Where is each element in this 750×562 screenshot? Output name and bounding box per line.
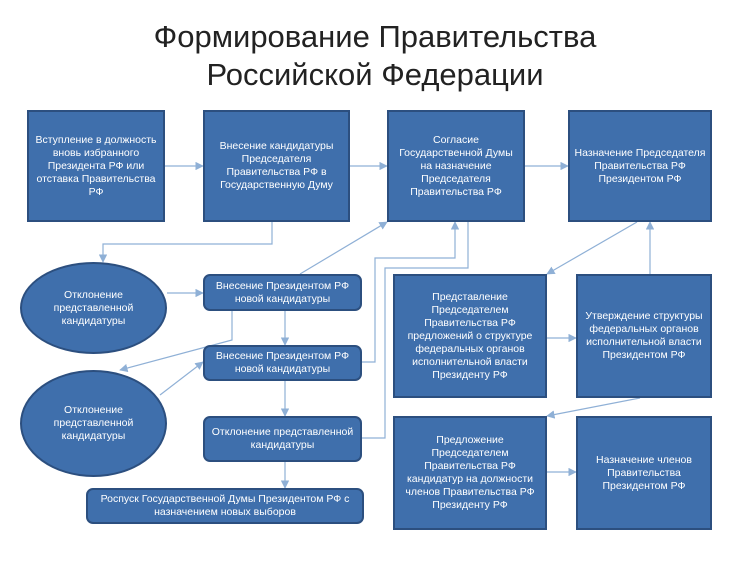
- box-structure-approval: Утверждение структуры федеральных органо…: [576, 274, 712, 398]
- box-structure-proposal: Представление Председателем Правительств…: [393, 274, 547, 398]
- box-duma-consent: Согласие Государственной Думы на назначе…: [387, 110, 525, 222]
- ellipse-rejection-2: Отклонение представленной кандидатуры: [20, 370, 167, 477]
- arrow-r3-b3: [362, 222, 469, 439]
- box-new-candidate-2: Внесение Президентом РФ новой кандидатур…: [203, 345, 362, 381]
- arrow-b2-e1: [98, 222, 273, 263]
- arrow-b4-b5: [546, 221, 638, 275]
- box-appoint-chairman: Назначение Председателя Правительства РФ…: [568, 110, 712, 222]
- box-rejection-3: Отклонение представленной кандидатуры: [203, 416, 362, 462]
- box-new-candidate-1: Внесение Президентом РФ новой кандидатур…: [203, 274, 362, 311]
- box-members-proposal: Предложение Председателем Правительства …: [393, 416, 547, 530]
- box-members-appointment: Назначение членов Правительства Президен…: [576, 416, 712, 530]
- arrow-r2-b3: [362, 221, 460, 363]
- box-inauguration-or-resignation: Вступление в должность вновь избранного …: [27, 110, 165, 222]
- arrow-b6-b7: [546, 397, 641, 419]
- box-duma-dissolution: Роспуск Государственной Думы Президентом…: [86, 488, 364, 524]
- arrow-e2-r2: [159, 361, 204, 396]
- box-nominate-chairman: Внесение кандидатуры Председателя Правит…: [203, 110, 350, 222]
- ellipse-rejection-1: Отклонение представленной кандидатуры: [20, 262, 167, 354]
- page-title: Формирование Правительства Российской Фе…: [153, 19, 597, 92]
- arrow-r1-b3: [299, 221, 388, 275]
- arrow-r1-e2: [119, 311, 233, 373]
